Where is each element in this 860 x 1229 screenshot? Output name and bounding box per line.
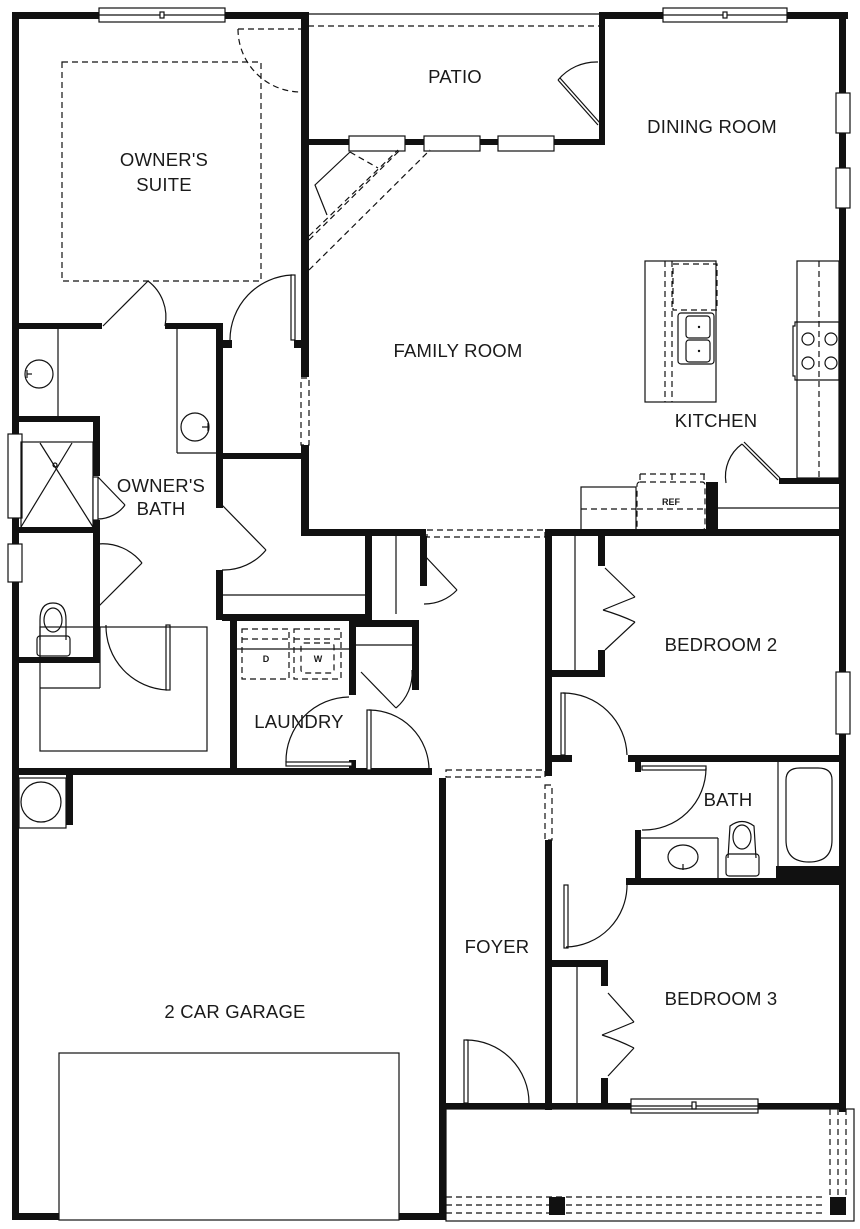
sink-icon [667, 844, 699, 870]
owners-suite-label-line1: OWNER'S [120, 149, 208, 170]
shower-icon [20, 441, 94, 529]
pantry [718, 441, 839, 509]
counter-bottom: REF [580, 473, 706, 531]
dryer-icon: D [241, 628, 290, 680]
sink-icon [677, 312, 715, 365]
cooktop-icon [792, 321, 840, 381]
vanity-left [24, 329, 59, 416]
vanity-right [176, 329, 216, 454]
kitchen-label: KITCHEN [675, 410, 758, 431]
refrigerator-label: REF [662, 497, 681, 507]
porch-column [830, 1197, 846, 1215]
openings [300, 25, 599, 841]
dining-room-label: DINING ROOM [647, 116, 777, 137]
garage-door [58, 1052, 400, 1221]
owners-bath-label-line1: OWNER'S [117, 475, 205, 496]
toilet-icon [36, 602, 71, 657]
dryer-label: D [263, 654, 270, 664]
porch-column [549, 1197, 565, 1215]
room-laundry: D W LAUNDRY [237, 536, 458, 771]
refrigerator-icon: REF [636, 473, 706, 531]
room-patio: PATIO [428, 61, 601, 126]
bifold-closet-door [601, 992, 635, 1077]
room-owners-suite: OWNER'S SUITE [61, 28, 302, 341]
front-porch [445, 1108, 855, 1222]
family-room-label: FAMILY ROOM [394, 340, 523, 361]
patio-label: PATIO [428, 66, 482, 87]
windows [7, 7, 851, 1114]
fireplace-icon [308, 149, 431, 271]
garage-label: 2 CAR GARAGE [164, 1001, 305, 1022]
washer-icon: W [293, 628, 342, 680]
counter-right [792, 260, 840, 479]
laundry-label: LAUNDRY [254, 711, 343, 732]
bifold-closet-door [602, 567, 636, 651]
foyer-label: FOYER [465, 936, 530, 957]
room-bath: BATH [641, 762, 833, 878]
owners-suite-label-line2: SUITE [136, 174, 191, 195]
room-foyer: FOYER [463, 884, 628, 1104]
bedroom-2-label: BEDROOM 2 [665, 634, 778, 655]
kitchen-island [644, 260, 718, 403]
washer-label: W [314, 654, 323, 664]
bath-label: BATH [704, 789, 753, 810]
room-dining-room: DINING ROOM [647, 116, 777, 137]
bathtub-icon [785, 767, 833, 863]
bedroom-3-label: BEDROOM 3 [665, 988, 778, 1009]
room-owners-bath: OWNER'S BATH [20, 329, 365, 752]
owners-bath-label-line2: BATH [137, 498, 186, 519]
room-family-room: FAMILY ROOM [308, 149, 523, 361]
room-garage: 2 CAR GARAGE [18, 777, 400, 1221]
toilet-icon [725, 820, 760, 877]
water-heater-icon [18, 777, 67, 829]
room-bedroom-3: BEDROOM 3 [576, 967, 778, 1103]
room-kitchen: REF KITCHEN [580, 260, 840, 531]
room-bedroom-2: BEDROOM 2 [560, 536, 778, 756]
